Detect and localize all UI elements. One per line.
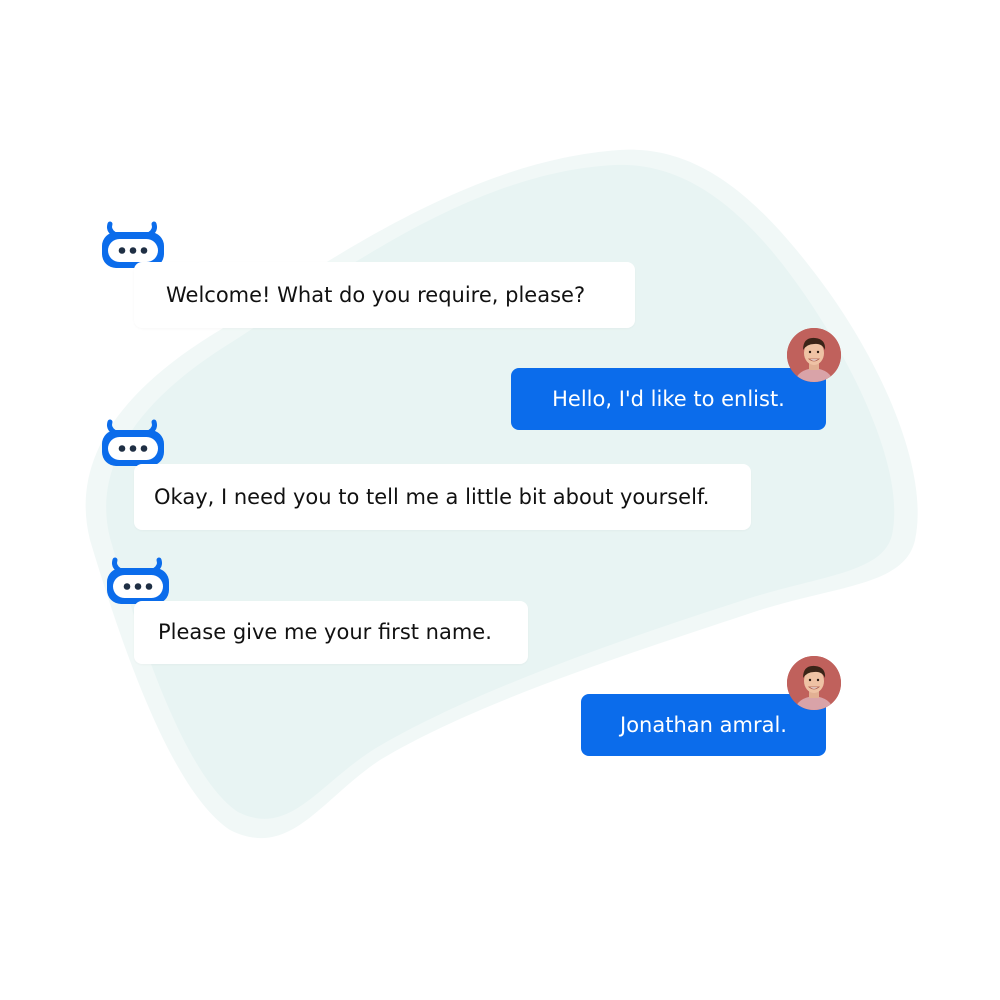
message-text: Okay, I need you to tell me a little bit… bbox=[154, 484, 710, 509]
user-message-bubble: Jonathan amral. bbox=[581, 694, 826, 756]
message-text: Jonathan amral. bbox=[620, 712, 787, 737]
message-text: Hello, I'd like to enlist. bbox=[552, 386, 785, 411]
user-avatar bbox=[787, 656, 841, 710]
bot-message-bubble: Please give me your first name. bbox=[134, 601, 528, 664]
message-text: Please give me your first name. bbox=[158, 620, 492, 644]
chatbot-icon bbox=[107, 557, 169, 612]
user-avatar bbox=[787, 328, 841, 382]
user-message-bubble: Hello, I'd like to enlist. bbox=[511, 368, 826, 430]
message-text: Welcome! What do you require, please? bbox=[166, 282, 586, 307]
bot-message-bubble: Welcome! What do you require, please? bbox=[134, 262, 635, 328]
bot-message-bubble: Okay, I need you to tell me a little bit… bbox=[134, 464, 751, 530]
chatbot-icon bbox=[102, 419, 164, 474]
